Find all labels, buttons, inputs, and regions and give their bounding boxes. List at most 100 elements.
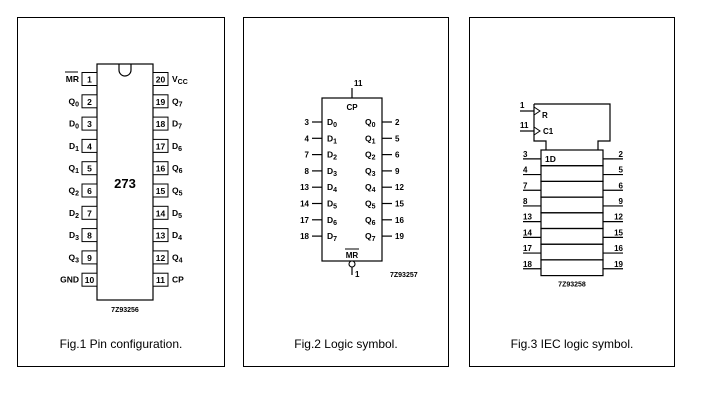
flipflop-cell [540, 259, 604, 277]
pin-name: Q3 [68, 252, 79, 264]
pin-number: 20 [156, 75, 166, 85]
pin-number: 9 [87, 253, 92, 263]
output-pin-number: 16 [614, 244, 623, 253]
input-name: D4 [327, 182, 337, 194]
pin-box [152, 250, 169, 265]
pin-number: 11 [156, 275, 165, 285]
pin-name: Q1 [68, 163, 79, 175]
pin-name: Q4 [172, 252, 183, 264]
r-pin-number: 1 [520, 101, 525, 110]
output-name: Q1 [365, 133, 376, 145]
input-name: D1 [327, 133, 337, 145]
output-name: Q4 [365, 182, 376, 194]
input-name: D5 [327, 199, 337, 211]
pin-name: D7 [172, 119, 182, 131]
pin-number: 16 [156, 164, 166, 174]
pin-number: 17 [156, 141, 166, 151]
input-pin-number: 4 [523, 166, 528, 175]
output-pin-number: 5 [619, 166, 624, 175]
pin-number: 3 [87, 119, 92, 129]
input-name: D7 [327, 231, 337, 243]
fig1-caption: Fig.1 Pin configuration. [59, 337, 183, 351]
pin-box [81, 183, 98, 198]
pin-box [81, 94, 98, 109]
pin-box [81, 228, 98, 243]
pin-name: Q5 [172, 186, 183, 198]
pin-name: D6 [172, 141, 182, 153]
input-pin-number: 14 [300, 200, 309, 209]
r-label: R [542, 111, 548, 120]
pin-number: 15 [156, 186, 166, 196]
c1-pin-number: 11 [520, 121, 529, 130]
d-label: 1D [545, 154, 556, 164]
output-pin-number: 6 [395, 151, 400, 160]
pin-name: Q7 [172, 96, 183, 108]
input-pin-number: 18 [300, 232, 309, 241]
output-name: Q2 [365, 150, 376, 162]
flipflop-cell [540, 227, 604, 245]
pin-box [81, 205, 98, 220]
c1-label: C1 [543, 127, 554, 136]
flipflop-cell [540, 165, 604, 182]
cp-pin-number: 11 [354, 79, 363, 88]
pin-number: 6 [87, 186, 92, 196]
pin-box [152, 138, 169, 153]
output-pin-number: 5 [395, 134, 400, 143]
pin-number: 18 [156, 119, 166, 129]
output-pin-number: 16 [395, 216, 404, 225]
input-pin-number: 13 [523, 213, 532, 222]
pin-box [81, 250, 98, 265]
fig3-caption: Fig.3 IEC logic symbol. [510, 337, 634, 351]
input-name: D2 [327, 150, 337, 162]
flipflop-cell [540, 212, 604, 230]
output-pin-number: 19 [614, 260, 623, 269]
output-pin-number: 19 [395, 232, 404, 241]
pin-name: VCC [172, 74, 188, 86]
output-pin-number: 15 [395, 200, 404, 209]
pin-box [152, 272, 169, 287]
input-name: D0 [327, 117, 337, 129]
output-pin-number: 9 [619, 197, 624, 206]
pin-number: 19 [156, 97, 166, 107]
output-name: Q0 [365, 117, 376, 129]
pin-name: D1 [69, 141, 79, 153]
pin-number: 2 [87, 97, 92, 107]
pin-box [152, 72, 169, 86]
pin-number: 1 [87, 75, 92, 85]
pin-box [152, 205, 169, 220]
flipflop-cell [540, 196, 604, 214]
input-pin-number: 8 [523, 197, 528, 206]
output-pin-number: 15 [614, 228, 623, 237]
pin-box [81, 72, 98, 86]
cp-label: CP [346, 103, 358, 112]
mr-inversion-bubble [348, 260, 356, 268]
flipflop-cell [540, 243, 604, 261]
pin-number: 8 [87, 231, 92, 241]
pin-name: D4 [172, 230, 182, 242]
pin1-notch [118, 64, 132, 77]
pin-name: CP [172, 275, 184, 285]
output-name: Q5 [365, 199, 376, 211]
pin-number: 13 [156, 231, 166, 241]
mr-label: MR [346, 251, 359, 260]
fig2-caption: Fig.2 Logic symbol. [294, 337, 398, 351]
r-triangle [533, 106, 541, 116]
chip-label: 273 [114, 176, 136, 191]
pin-number: 12 [156, 253, 166, 263]
pin-box [81, 138, 98, 153]
input-pin-number: 18 [523, 260, 532, 269]
pin-number: 4 [87, 141, 92, 151]
mr-pin-number: 1 [355, 270, 360, 279]
pin-number: 5 [87, 164, 92, 174]
output-pin-number: 2 [619, 150, 624, 159]
input-pin-number: 13 [300, 183, 309, 192]
input-pin-number: 3 [523, 150, 528, 159]
pin-name: Q6 [172, 163, 183, 175]
pin-box [152, 183, 169, 198]
drawing-code: 7Z93256 [111, 307, 139, 314]
pin-number: 10 [85, 275, 95, 285]
input-pin-number: 17 [300, 216, 309, 225]
